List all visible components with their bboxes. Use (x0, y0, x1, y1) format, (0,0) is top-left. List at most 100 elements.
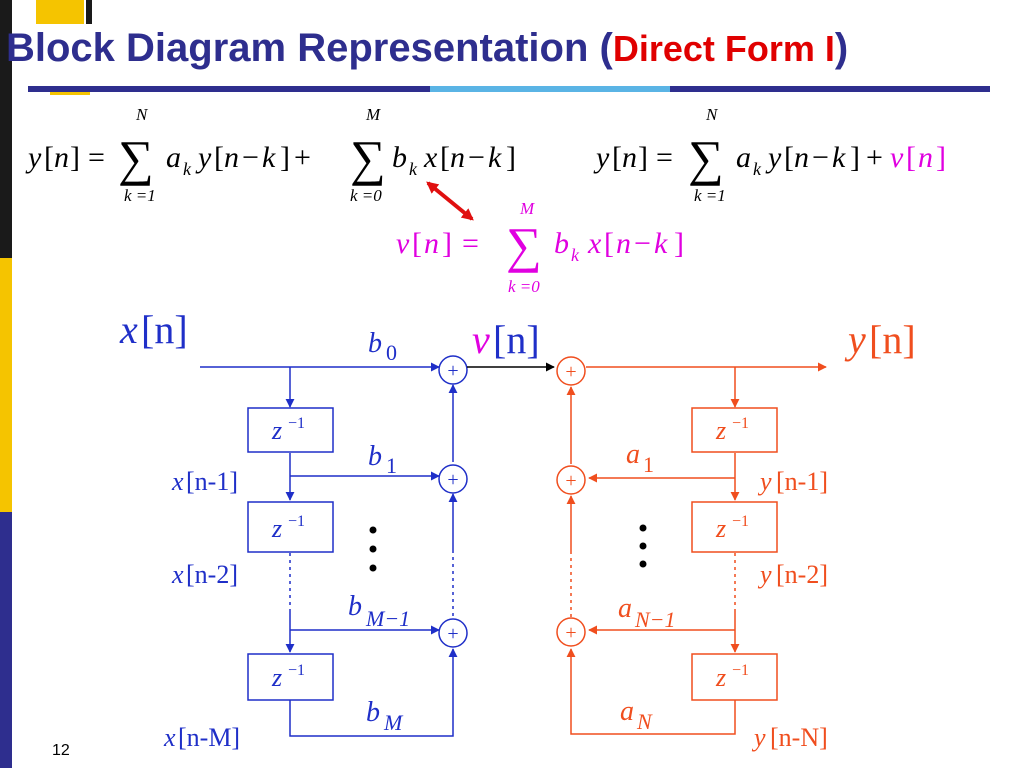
coeff-aN1: a (618, 593, 632, 624)
eq3-n: n (424, 227, 439, 260)
coeff-bM-sub: M (383, 710, 404, 735)
eq3-v: v (396, 227, 410, 260)
eq1-y2: y (195, 141, 212, 174)
eq1-minus2: − (468, 141, 485, 174)
eq2-lb3: [ (906, 141, 916, 174)
xtap2-idx: [n-2] (186, 560, 238, 589)
adder-bM1-plus: + (447, 623, 458, 645)
ytap2-var: y (757, 560, 772, 589)
adder-out (556, 356, 586, 386)
a-coefficients: a 1 a N−1 a N (618, 439, 676, 734)
xtapM-idx: [n-M] (178, 723, 240, 752)
eq1-sum2-lower: k =0 (350, 186, 382, 205)
adder-bM1 (438, 618, 468, 648)
signal-labels: x [n] v [n] y [n] (119, 307, 916, 362)
eq1-sum2-upper: M (365, 105, 381, 124)
eq3-lb: [ (412, 227, 422, 260)
adder-b1 (438, 464, 468, 494)
ellipsis-dot (639, 524, 647, 532)
delay-x2-exp: −1 (288, 513, 305, 530)
eq1-lb3: [ (440, 141, 450, 174)
output-label-idx: [n] (869, 317, 916, 362)
x-tap-labels: x [n-1] x [n-2] x [n-M] (163, 467, 240, 752)
eq3-n2: n (616, 227, 631, 260)
eq2-equals: = (656, 141, 673, 174)
eq2-n: n (622, 141, 637, 174)
coeff-b1-subscript: 1 (386, 453, 397, 478)
xtap1-var: x (171, 467, 184, 496)
title-paren-close: ) (834, 26, 849, 70)
adder-aN1 (556, 617, 586, 647)
eq1-rb: ] (70, 141, 80, 174)
eq2-n2: n (794, 141, 809, 174)
delay-y1-z: z (715, 416, 726, 445)
slide-title: Block Diagram Representation (Direct For… (6, 26, 848, 71)
delay-y1 (691, 407, 778, 453)
delay-xM-z: z (271, 663, 282, 692)
coeff-a1: a (626, 439, 640, 470)
delay-y1-exp: −1 (732, 415, 749, 432)
coeff-bM1-sub: M−1 (365, 606, 410, 631)
eq1-a: a (166, 141, 181, 174)
feedback-dots (639, 524, 647, 568)
eq1-a-sub: k (183, 159, 192, 179)
delay-x1 (247, 407, 334, 453)
eq3-sum-lower: k =0 (508, 277, 540, 296)
xtap2-var: x (171, 560, 184, 589)
adder-a1-plus: + (565, 470, 576, 492)
ellipsis-dot (369, 526, 377, 534)
xtapM-var: x (163, 723, 176, 752)
b-coefficients: b 0 b b 1 b M−1 b M (348, 328, 410, 735)
eq2-rb2: ] (850, 141, 860, 174)
eq2-rb3: ] (936, 141, 946, 174)
adder-b1-plus: + (447, 469, 458, 491)
ellipsis-dot (369, 564, 377, 572)
eq3-b: b (554, 227, 569, 260)
delay-yN-exp: −1 (732, 662, 749, 679)
eq1-minus: − (242, 141, 259, 174)
eq1-rb2: ] (280, 141, 290, 174)
eq1-lb2: [ (214, 141, 224, 174)
coeff-aN-sub: N (636, 709, 653, 734)
eq2-sum: ∑ (688, 130, 724, 186)
eq3-rb: ] (442, 227, 452, 260)
slide-number: 12 (52, 742, 70, 759)
eq3-equals: = (462, 227, 479, 260)
delay-y2-exp: −1 (732, 513, 749, 530)
eq3-x: x (587, 227, 602, 260)
delay-y2 (691, 501, 778, 553)
eq1-equals: = (88, 141, 105, 174)
adder-b0-plus: + (447, 360, 458, 382)
coeff-aN: a (620, 696, 634, 727)
eq1-lb: [ (44, 141, 54, 174)
adder-aN1-plus: + (565, 622, 576, 644)
eq2-sum-upper: N (705, 105, 719, 124)
coeff-bM1: b (348, 591, 362, 622)
corner-accent-yellow (36, 0, 84, 24)
eq1-n: n (54, 141, 69, 174)
eq2-y: y (593, 141, 610, 174)
eq2-minus: − (812, 141, 829, 174)
coeff-bM: b (366, 697, 380, 728)
eq2-lb: [ (612, 141, 622, 174)
ytap1-idx: [n-1] (776, 467, 828, 496)
adder-a1 (556, 465, 586, 495)
eq2-k: k (832, 141, 846, 174)
bM-branch (289, 648, 458, 737)
title-main: Block Diagram Representation (6, 26, 589, 70)
sidebar-stripe-yellow (0, 258, 12, 512)
eq2-y2: y (765, 141, 782, 174)
delay-xM-exp: −1 (288, 662, 305, 679)
coeff-aN1-sub: N−1 (634, 607, 676, 632)
eq1-sum1-upper: N (135, 105, 149, 124)
vn-label-idx: [n] (493, 317, 540, 362)
eq3-b-sub: k (571, 245, 580, 265)
delay-y2-z: z (715, 514, 726, 543)
delay-yN-z: z (715, 663, 726, 692)
xtap1-idx: [n-1] (186, 467, 238, 496)
equation-difference: y [ n ] = ∑ N k =1 a k y [ n − k ] + ∑ M… (25, 105, 516, 205)
eq2-v: v (890, 141, 904, 174)
delay-labels: z −1 z −1 z −1 z −1 z −1 z −1 (271, 415, 749, 692)
ellipsis-dot (639, 560, 647, 568)
